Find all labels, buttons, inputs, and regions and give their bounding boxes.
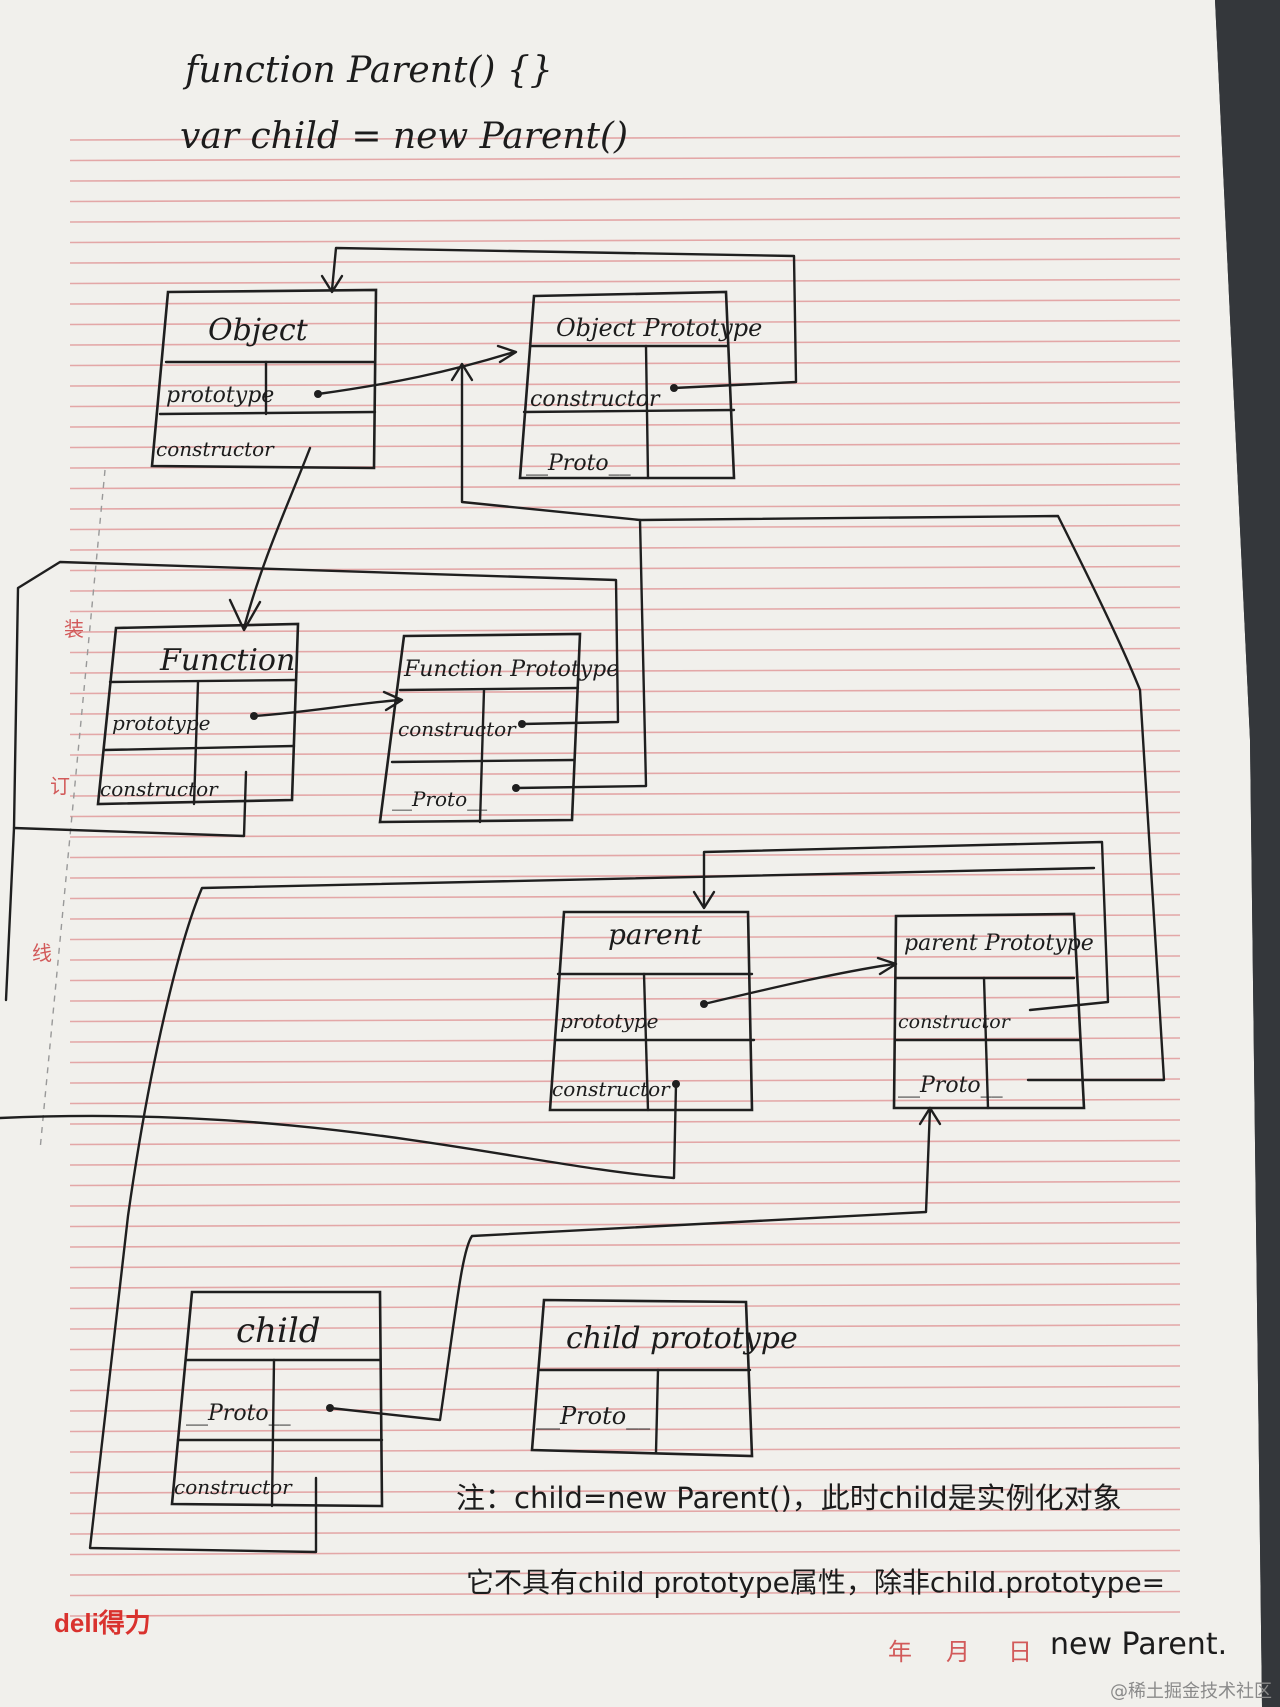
function-constructor-label: constructor (100, 777, 219, 801)
date-day: 日 (1008, 1638, 1032, 1666)
object-box: Object prototype constructor (150, 288, 378, 470)
deli-logo: deli得力 (54, 1608, 151, 1638)
watermark: @稀土掘金技术社区 (1110, 1681, 1272, 1702)
parent-prototype-box: parent Prototype constructor __Proto__ (892, 912, 1094, 1110)
margin-label-zhuang: 装 (64, 617, 84, 641)
parent-prototype-title: parent Prototype (904, 931, 1094, 956)
child-prototype-proto-label: __Proto__ (536, 1402, 650, 1430)
code-line-2: var child = new Parent() (180, 116, 628, 157)
object-title: Object (208, 313, 309, 348)
function-prototype-title: Function Prototype (403, 657, 619, 682)
margin-label-xian: 线 (32, 941, 52, 965)
desk-background (1215, 0, 1280, 1707)
parent-prototype-constructor-label: constructor (898, 1011, 1012, 1033)
function-title: Function (159, 643, 295, 678)
child-prototype-title: child prototype (566, 1321, 798, 1356)
object-prototype-title: Object Prototype (556, 314, 762, 342)
object-prototype-box: Object Prototype constructor __Proto__ (518, 290, 762, 480)
function-prototype-box: Function Prototype constructor __Proto__ (378, 632, 619, 824)
code-line-1: function Parent() {} (182, 50, 553, 91)
parent-prototype-label: prototype (560, 1009, 658, 1033)
function-box: Function prototype constructor (96, 622, 300, 806)
function-prototype-proto-label: __Proto__ (392, 787, 487, 811)
binding-margin-line (39, 469, 106, 1151)
parent-box: parent prototype constructor (548, 910, 756, 1112)
child-box: child __Proto__ constructor (170, 1290, 384, 1508)
note-line-3: new Parent. (1050, 1627, 1227, 1662)
diagram-arrows (0, 246, 1166, 1554)
child-prototype-box: child prototype __Proto__ (530, 1298, 798, 1458)
date-year: 年 (888, 1638, 912, 1666)
date-month: 月 (946, 1638, 970, 1666)
object-prototype-label: prototype (166, 383, 274, 408)
child-title: child (236, 1311, 320, 1351)
parent-title: parent (608, 918, 703, 951)
margin-label-ding: 订 (50, 774, 70, 798)
child-proto-label: __Proto__ (186, 1401, 291, 1426)
ruled-lines (69, 135, 1181, 1617)
object-constructor-label: constructor (156, 437, 275, 461)
child-constructor-label: constructor (174, 1475, 293, 1499)
parent-constructor-label: constructor (552, 1077, 671, 1101)
object-prototype-proto-label: __Proto__ (526, 451, 631, 476)
function-prototype-label: prototype (112, 711, 210, 735)
note-line-2: 它不具有child prototype属性，除非child.prototype= (466, 1566, 1165, 1599)
object-prototype-constructor-label: constructor (530, 387, 661, 412)
parent-prototype-proto-label: __Proto__ (898, 1073, 1003, 1098)
function-prototype-constructor-label: constructor (398, 717, 517, 741)
note-line-1: 注：child=new Parent()，此时child是实例化对象 (456, 1481, 1122, 1515)
